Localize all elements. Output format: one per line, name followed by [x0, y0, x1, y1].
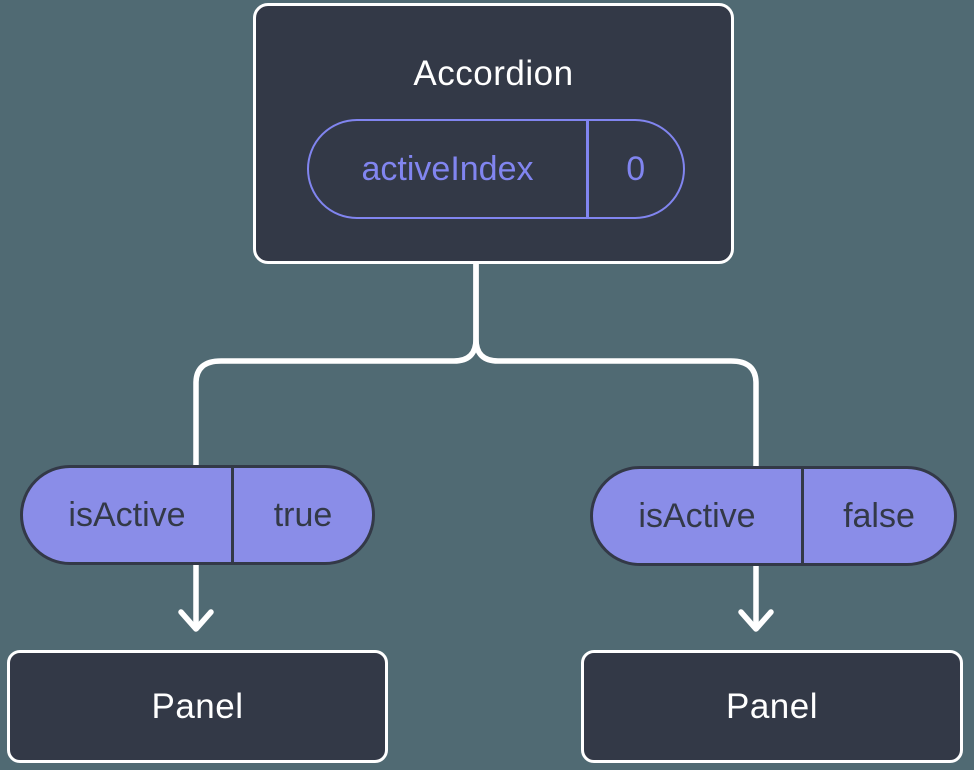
prop-pill-false-divider — [801, 469, 804, 563]
state-pill: activeIndex 0 — [307, 119, 685, 219]
connector-left-branch — [193, 259, 479, 631]
accordion-node: Accordion activeIndex 0 — [253, 3, 734, 264]
panel-node-right: Panel — [581, 650, 963, 763]
prop-pill-false-label: isActive — [638, 496, 756, 535]
panel-right-title: Panel — [725, 686, 819, 726]
prop-pill-true: isActive true — [20, 465, 375, 565]
state-pill-divider — [586, 121, 589, 217]
connector-right-branch — [473, 259, 759, 631]
prop-pill-false: isActive false — [590, 466, 957, 566]
prop-pill-true-value: true — [273, 495, 333, 534]
prop-pill-true-label: isActive — [68, 495, 186, 534]
prop-pill-true-divider — [231, 468, 234, 562]
prop-pill-false-value: false — [843, 496, 915, 535]
arrow-down-left-icon — [178, 609, 214, 632]
state-pill-label: activeIndex — [361, 149, 534, 188]
accordion-title: Accordion — [413, 54, 574, 93]
state-pill-value: 0 — [626, 149, 646, 188]
arrow-down-right-icon — [738, 609, 774, 632]
panel-left-title: Panel — [151, 686, 244, 726]
panel-node-left: Panel — [7, 650, 388, 763]
